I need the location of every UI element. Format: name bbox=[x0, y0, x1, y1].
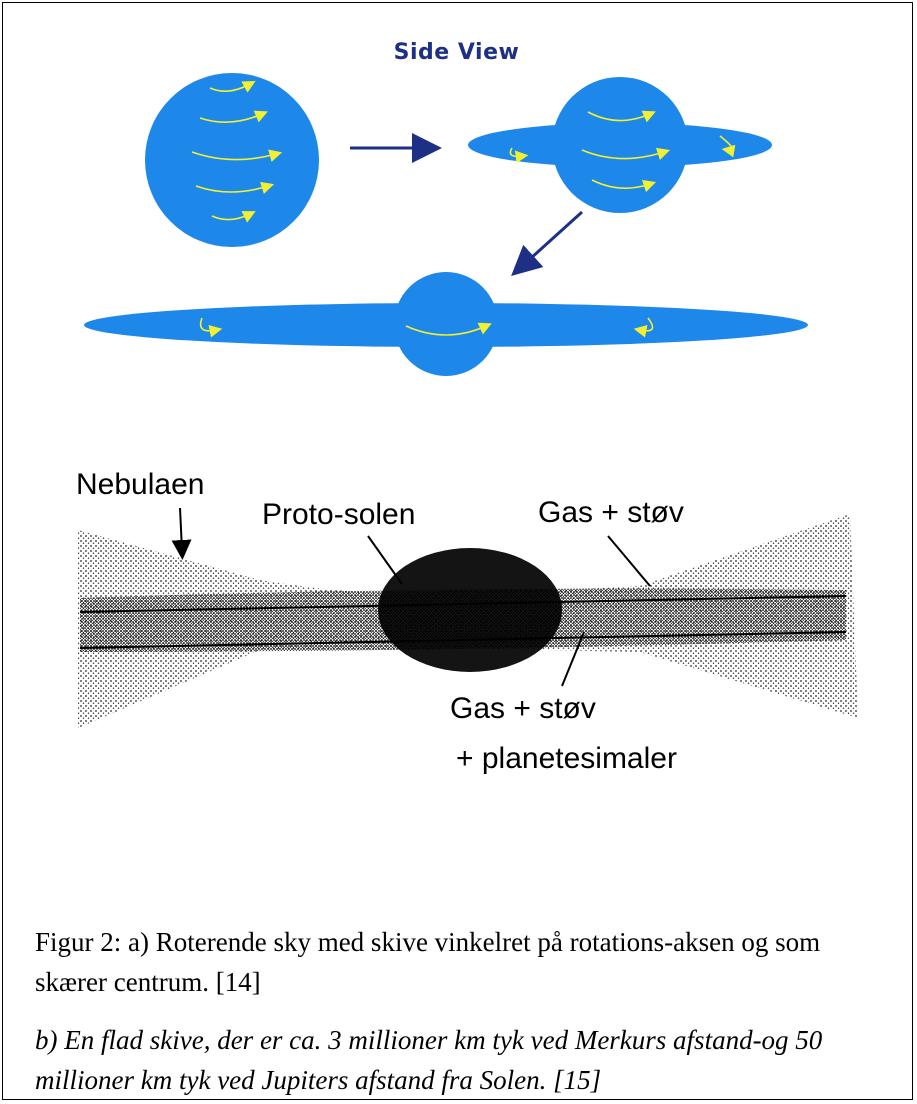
side-view-diagram bbox=[84, 73, 808, 376]
caption-a: Figur 2: a) Roterende sky med skive vink… bbox=[35, 927, 821, 997]
label-gas-stov-bottom: Gas + støv bbox=[450, 692, 596, 725]
arrow-diagonal bbox=[511, 210, 584, 277]
side-view-title: Side View bbox=[393, 40, 520, 65]
stage1-sphere bbox=[145, 73, 319, 247]
caption-b: b) En flad skive, der er ca. 3 millioner… bbox=[35, 1025, 823, 1095]
pointer-proto-solen bbox=[367, 535, 403, 585]
pointer-gas-stov-bottom bbox=[561, 631, 585, 687]
label-nebulaen: Nebulaen bbox=[76, 468, 205, 501]
proto-sun bbox=[378, 548, 562, 672]
stage2-sphere-disk bbox=[468, 77, 772, 213]
pointer-nebulaen bbox=[171, 507, 192, 560]
label-planetesimaler: + planetesimaler bbox=[456, 742, 677, 775]
pointer-gas-stov-top bbox=[607, 535, 651, 587]
stage3-flat-disk bbox=[84, 272, 808, 376]
label-proto-solen: Proto-solen bbox=[262, 498, 416, 531]
label-gas-stov-top: Gas + støv bbox=[538, 496, 684, 529]
